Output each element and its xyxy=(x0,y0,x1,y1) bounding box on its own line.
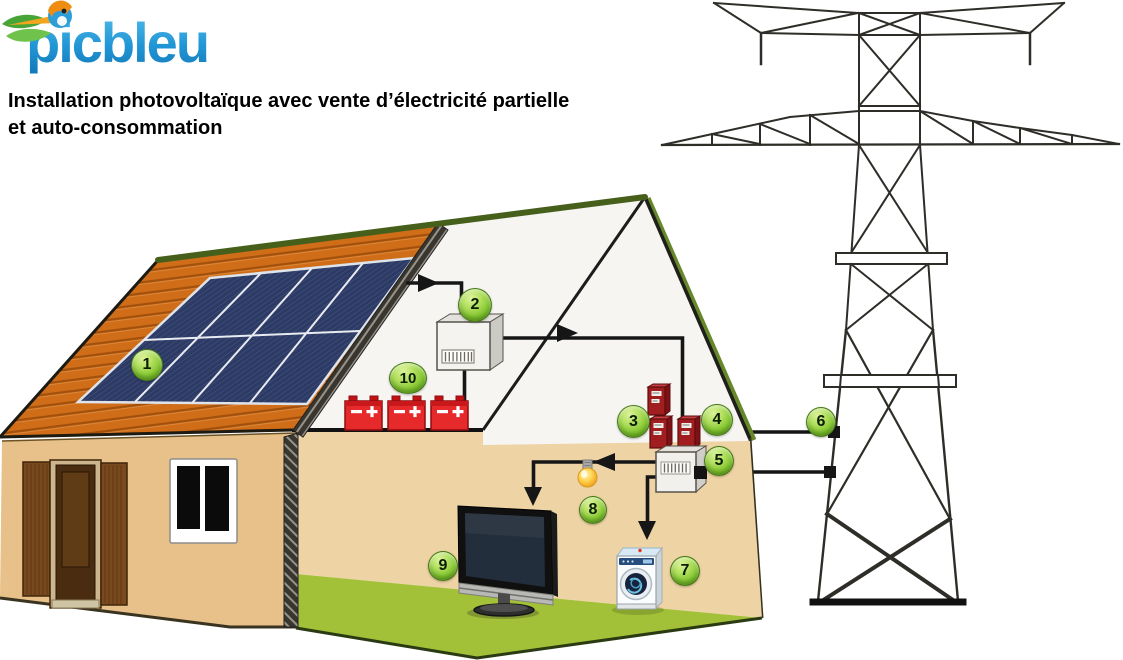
step-badge-5: 5 xyxy=(704,446,734,476)
washing-machine xyxy=(612,546,664,615)
arrow-down-icon xyxy=(638,521,656,540)
step-badge-3: 3 xyxy=(617,405,650,438)
step-badge-8: 8 xyxy=(579,496,607,524)
title-line-1: Installation photovoltaïque avec vente d… xyxy=(8,90,570,112)
arrow-right-icon xyxy=(418,274,439,292)
electric-meter xyxy=(654,445,708,494)
step-badge-6: 6 xyxy=(806,407,836,437)
roof-ridge xyxy=(155,194,648,263)
brand-logo: picbleu xyxy=(2,0,210,74)
step-badge-10: 10 xyxy=(389,362,427,394)
inverter xyxy=(435,313,505,371)
title-line-2: et auto-consommation xyxy=(8,117,223,139)
step-badge-1: 1 xyxy=(131,349,163,381)
battery-bank xyxy=(344,395,469,431)
entry-door xyxy=(22,459,128,609)
logo-bird-icon xyxy=(2,0,72,42)
television xyxy=(457,505,558,619)
arrow-right-icon xyxy=(557,324,578,342)
step-badge-4: 4 xyxy=(701,404,733,436)
wall-cut-edge xyxy=(283,432,299,628)
arrow-down-icon xyxy=(524,487,542,506)
interior-floor xyxy=(296,574,762,658)
step-badge-9: 9 xyxy=(428,551,458,581)
circuit-breaker-boxes xyxy=(646,383,702,450)
diagram-title: Installation photovoltaïque avec vente d… xyxy=(8,88,569,142)
roof-cut-edge xyxy=(292,222,449,438)
arrow-left-icon xyxy=(593,453,615,471)
step-badge-7: 7 xyxy=(670,556,700,586)
inner-roof-diagonal xyxy=(481,196,647,431)
flow-arrows xyxy=(418,274,656,540)
transmission-tower xyxy=(660,1,1121,606)
window xyxy=(169,458,238,544)
light-bulb-icon xyxy=(577,459,598,488)
step-badge-2: 2 xyxy=(458,288,492,322)
